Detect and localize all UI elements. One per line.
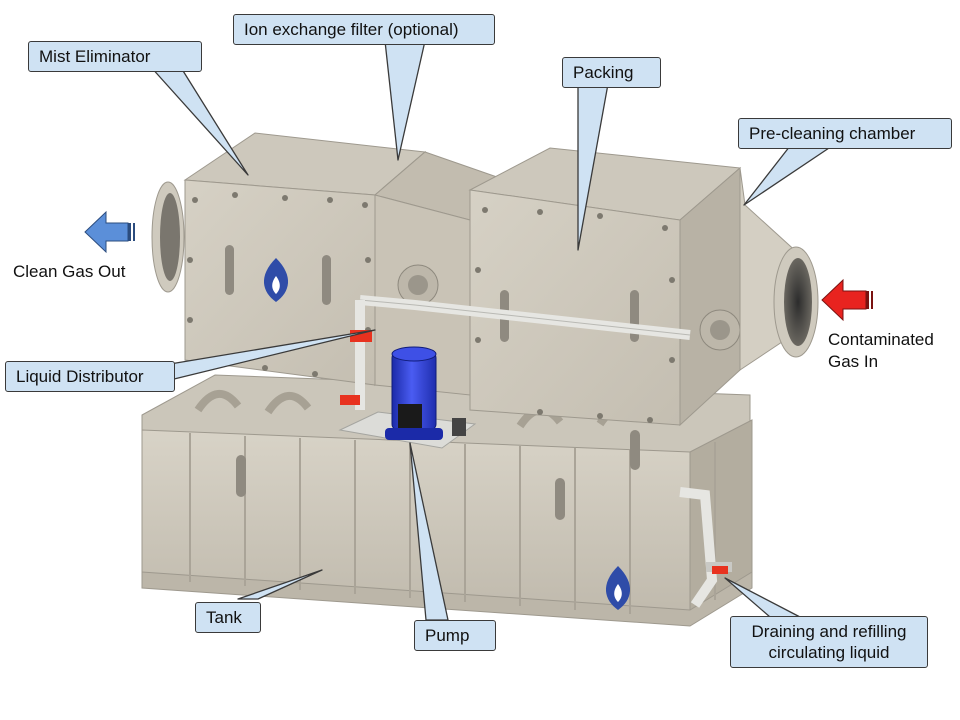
callout-pointers [149,40,833,621]
clean-gas-out-text: Clean Gas Out [13,262,126,281]
clean-gas-arrow [84,210,135,254]
draining-label-line1: Draining and refilling [751,622,907,641]
contaminated-gas-in-text: Contaminated Gas In [828,329,934,373]
pump-label: Pump [414,620,496,651]
circulation-piping [355,295,732,608]
pre-cleaning-pointer [743,145,833,206]
contaminated-line1: Contaminated [828,330,934,349]
mist-eliminator-label: Mist Eliminator [28,41,202,72]
packing-housing [468,147,742,427]
contaminated-line2: Gas In [828,352,879,371]
tank-pointer [237,569,323,600]
tank-body [141,374,753,627]
draining-refilling-label: Draining and refilling circulating liqui… [730,616,928,668]
draining-label-line2: circulating liquid [768,643,890,662]
mist-eliminator-pointer [149,65,249,176]
tank-label: Tank [195,602,261,633]
pre-cleaning-chamber [739,167,819,371]
pump-unit [338,346,477,449]
ion-exchange-filter-label: Ion exchange filter (optional) [233,14,495,45]
company-logo-right [605,566,631,610]
contaminated-gas-arrow [821,278,873,322]
pre-cleaning-chamber-label: Pre-cleaning chamber [738,118,952,149]
packing-label: Packing [562,57,661,88]
liquid-distributor-label: Liquid Distributor [5,361,175,392]
company-logo-left [263,258,289,302]
ion-exchange-pointer [384,40,426,161]
